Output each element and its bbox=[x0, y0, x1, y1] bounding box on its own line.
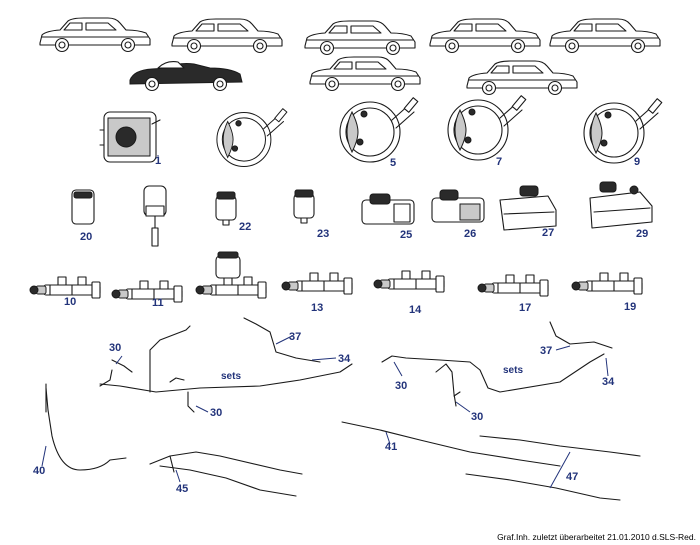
master-cylinder-17 bbox=[477, 274, 549, 297]
car-w115-sedan bbox=[549, 18, 661, 54]
footer-credit: Graf.Inh. zuletzt überarbeitet 21.01.201… bbox=[497, 532, 696, 542]
master-cylinder-10 bbox=[29, 276, 101, 299]
callout-22: 22 bbox=[239, 221, 252, 233]
car-w108-sedan bbox=[304, 20, 416, 56]
callout-40: 40 bbox=[33, 465, 46, 477]
callout-37-right: 37 bbox=[540, 345, 553, 357]
callout-1: 1 bbox=[155, 155, 162, 167]
car-roadster bbox=[129, 61, 243, 92]
callout-34-right: 34 bbox=[602, 376, 615, 388]
callout-30-left-bottom: 30 bbox=[210, 407, 223, 419]
car-ponton-sedan bbox=[39, 17, 151, 53]
reservoir-21 bbox=[143, 185, 167, 247]
handbrake-cable-41 bbox=[341, 421, 561, 467]
callout-45: 45 bbox=[176, 483, 189, 495]
callout-5: 5 bbox=[390, 157, 397, 169]
callout-10: 10 bbox=[64, 296, 77, 308]
handbrake-cable-40 bbox=[45, 383, 127, 471]
callout-34-left: 34 bbox=[338, 353, 351, 365]
leader-lines bbox=[41, 155, 609, 489]
callout-47: 47 bbox=[566, 471, 579, 483]
sets-label-left: sets bbox=[221, 371, 242, 382]
callout-26: 26 bbox=[464, 228, 477, 240]
brake-booster-9 bbox=[583, 98, 663, 164]
callout-30-right-top: 30 bbox=[395, 380, 408, 392]
car-w114-coupe bbox=[466, 60, 578, 96]
brake-booster-1 bbox=[99, 111, 161, 163]
brake-booster-7 bbox=[447, 95, 527, 161]
master-cylinder-11 bbox=[111, 280, 183, 303]
callout-30-left-top: 30 bbox=[109, 342, 122, 354]
callout-30-right-bottom: 30 bbox=[471, 411, 484, 423]
callout-14: 14 bbox=[409, 304, 422, 316]
reservoir-25 bbox=[361, 193, 415, 225]
callout-17: 17 bbox=[519, 302, 532, 314]
callout-29: 29 bbox=[636, 228, 649, 240]
reservoir-26 bbox=[431, 189, 485, 223]
callout-20: 20 bbox=[80, 231, 93, 243]
sets-label-right: sets bbox=[503, 365, 524, 376]
reservoir-22 bbox=[215, 191, 237, 226]
callout-23: 23 bbox=[317, 228, 330, 240]
master-cylinder-19 bbox=[571, 272, 643, 295]
callout-27: 27 bbox=[542, 227, 555, 239]
brake-line-set-left bbox=[99, 317, 353, 413]
car-coupe bbox=[309, 56, 421, 92]
reservoir-29 bbox=[589, 181, 653, 229]
callout-7: 7 bbox=[496, 156, 503, 168]
reservoir-20 bbox=[71, 189, 95, 225]
callout-37-left: 37 bbox=[289, 331, 302, 343]
brake-booster-5 bbox=[339, 97, 419, 163]
master-cylinder-14 bbox=[373, 270, 445, 293]
reservoir-27 bbox=[499, 185, 557, 231]
car-fintail-sedan bbox=[171, 18, 283, 54]
callout-19: 19 bbox=[624, 301, 637, 313]
callout-41: 41 bbox=[385, 441, 398, 453]
master-cylinder-12 bbox=[195, 251, 267, 299]
brake-booster-3 bbox=[216, 108, 288, 167]
handbrake-cable-45 bbox=[149, 451, 303, 497]
car-w114-sedan bbox=[429, 18, 541, 54]
reservoir-23 bbox=[293, 189, 315, 224]
handbrake-cable-47 bbox=[465, 435, 641, 501]
callout-25: 25 bbox=[400, 229, 413, 241]
master-cylinder-13 bbox=[281, 272, 353, 295]
callout-13: 13 bbox=[311, 302, 324, 314]
callout-9: 9 bbox=[634, 156, 641, 168]
callout-11: 11 bbox=[152, 297, 164, 309]
brake-line-set-right bbox=[381, 321, 613, 407]
